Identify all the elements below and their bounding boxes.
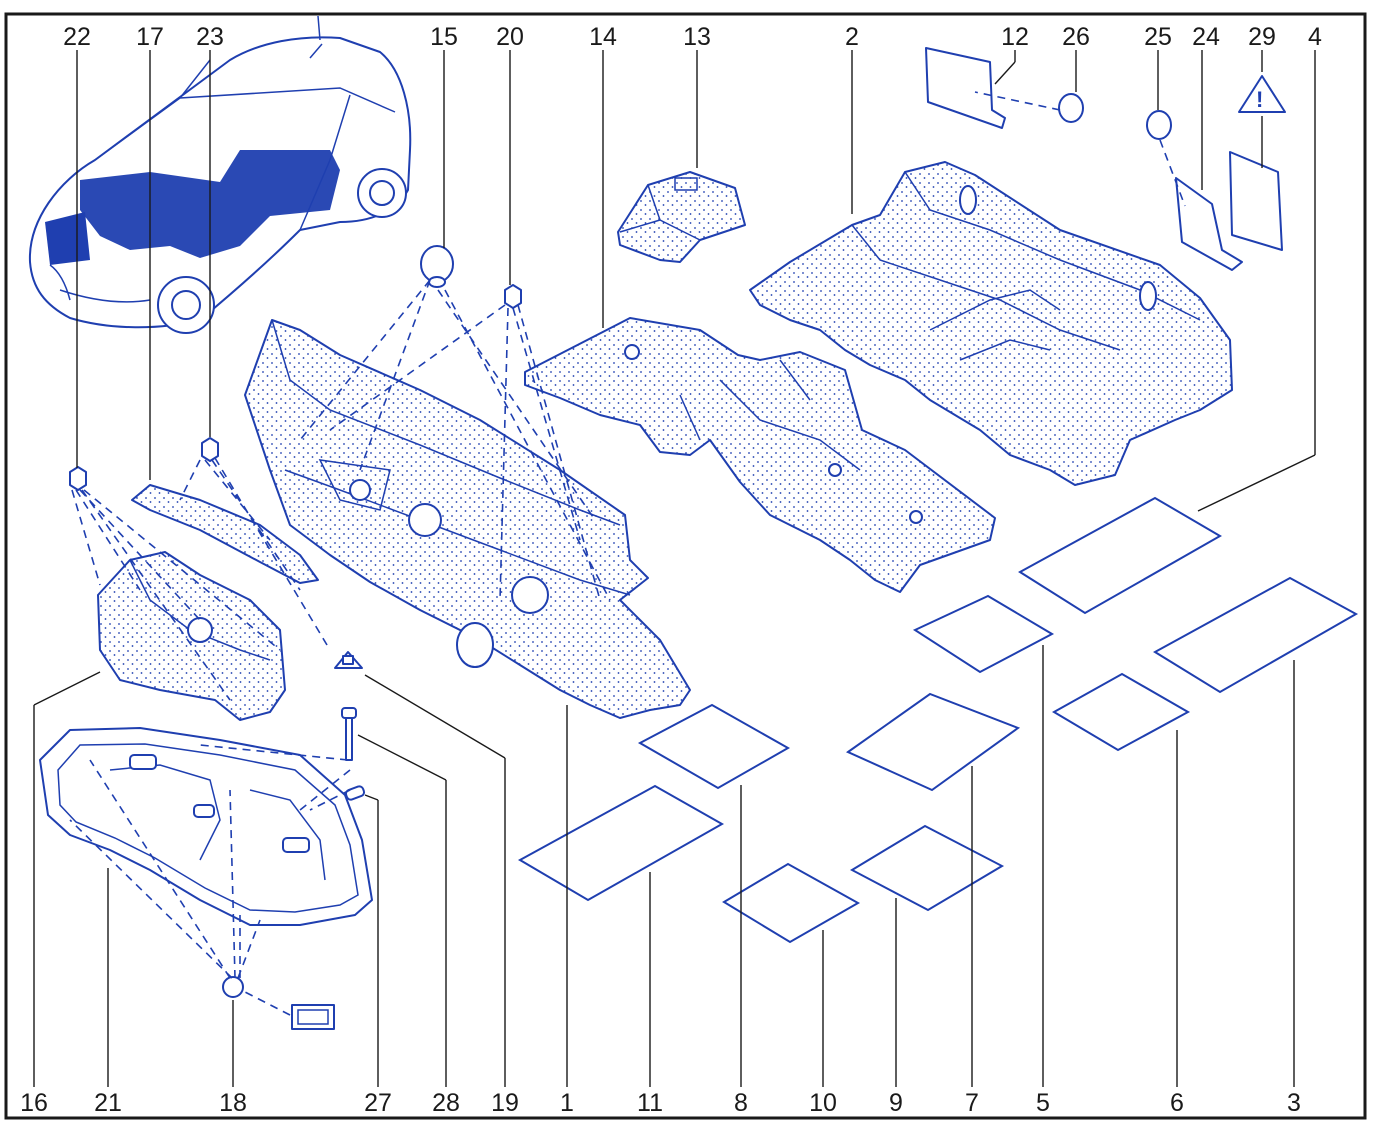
label-11: 11	[637, 1089, 663, 1117]
label-22: 22	[63, 23, 91, 51]
clip-15	[420, 245, 454, 288]
label-27: 27	[364, 1089, 392, 1117]
label-21: 21	[94, 1089, 122, 1117]
clip-27	[344, 785, 366, 801]
pin-28	[341, 707, 357, 761]
warning-triangle-icon: !	[1238, 75, 1286, 113]
label-7: 7	[965, 1089, 979, 1117]
clip-22	[69, 466, 87, 491]
label-25: 25	[1144, 23, 1172, 51]
label-5: 5	[1036, 1089, 1050, 1117]
label-23: 23	[196, 23, 224, 51]
label-16: 16	[20, 1089, 48, 1117]
clip-23	[201, 437, 219, 462]
clip-26	[1058, 93, 1084, 123]
diagram-frame	[4, 12, 1367, 1120]
label-10: 10	[809, 1089, 837, 1117]
clip-19	[334, 651, 363, 669]
label-29: 29	[1248, 23, 1276, 51]
label-18: 18	[219, 1089, 247, 1117]
label-28: 28	[432, 1089, 460, 1117]
label-3: 3	[1287, 1089, 1301, 1117]
label-4: 4	[1308, 23, 1322, 51]
label-26: 26	[1062, 23, 1090, 51]
label-6: 6	[1170, 1089, 1184, 1117]
car-silhouette-icon	[28, 15, 412, 334]
label-1: 1	[560, 1089, 574, 1117]
label-9: 9	[889, 1089, 903, 1117]
label-19: 19	[491, 1089, 519, 1117]
label-8: 8	[734, 1089, 748, 1117]
label-17: 17	[136, 23, 164, 51]
clip-25	[1146, 110, 1172, 140]
clip-20	[504, 284, 522, 309]
label-15: 15	[430, 23, 458, 51]
label-20: 20	[496, 23, 524, 51]
label-2: 2	[845, 23, 859, 51]
warning-symbol: !	[1256, 87, 1263, 112]
label-14: 14	[589, 23, 617, 51]
label-13: 13	[683, 23, 711, 51]
leader-lines	[33, 50, 1316, 1087]
label-12: 12	[1001, 23, 1029, 51]
clip-18	[222, 976, 335, 1030]
label-24: 24	[1192, 23, 1220, 51]
